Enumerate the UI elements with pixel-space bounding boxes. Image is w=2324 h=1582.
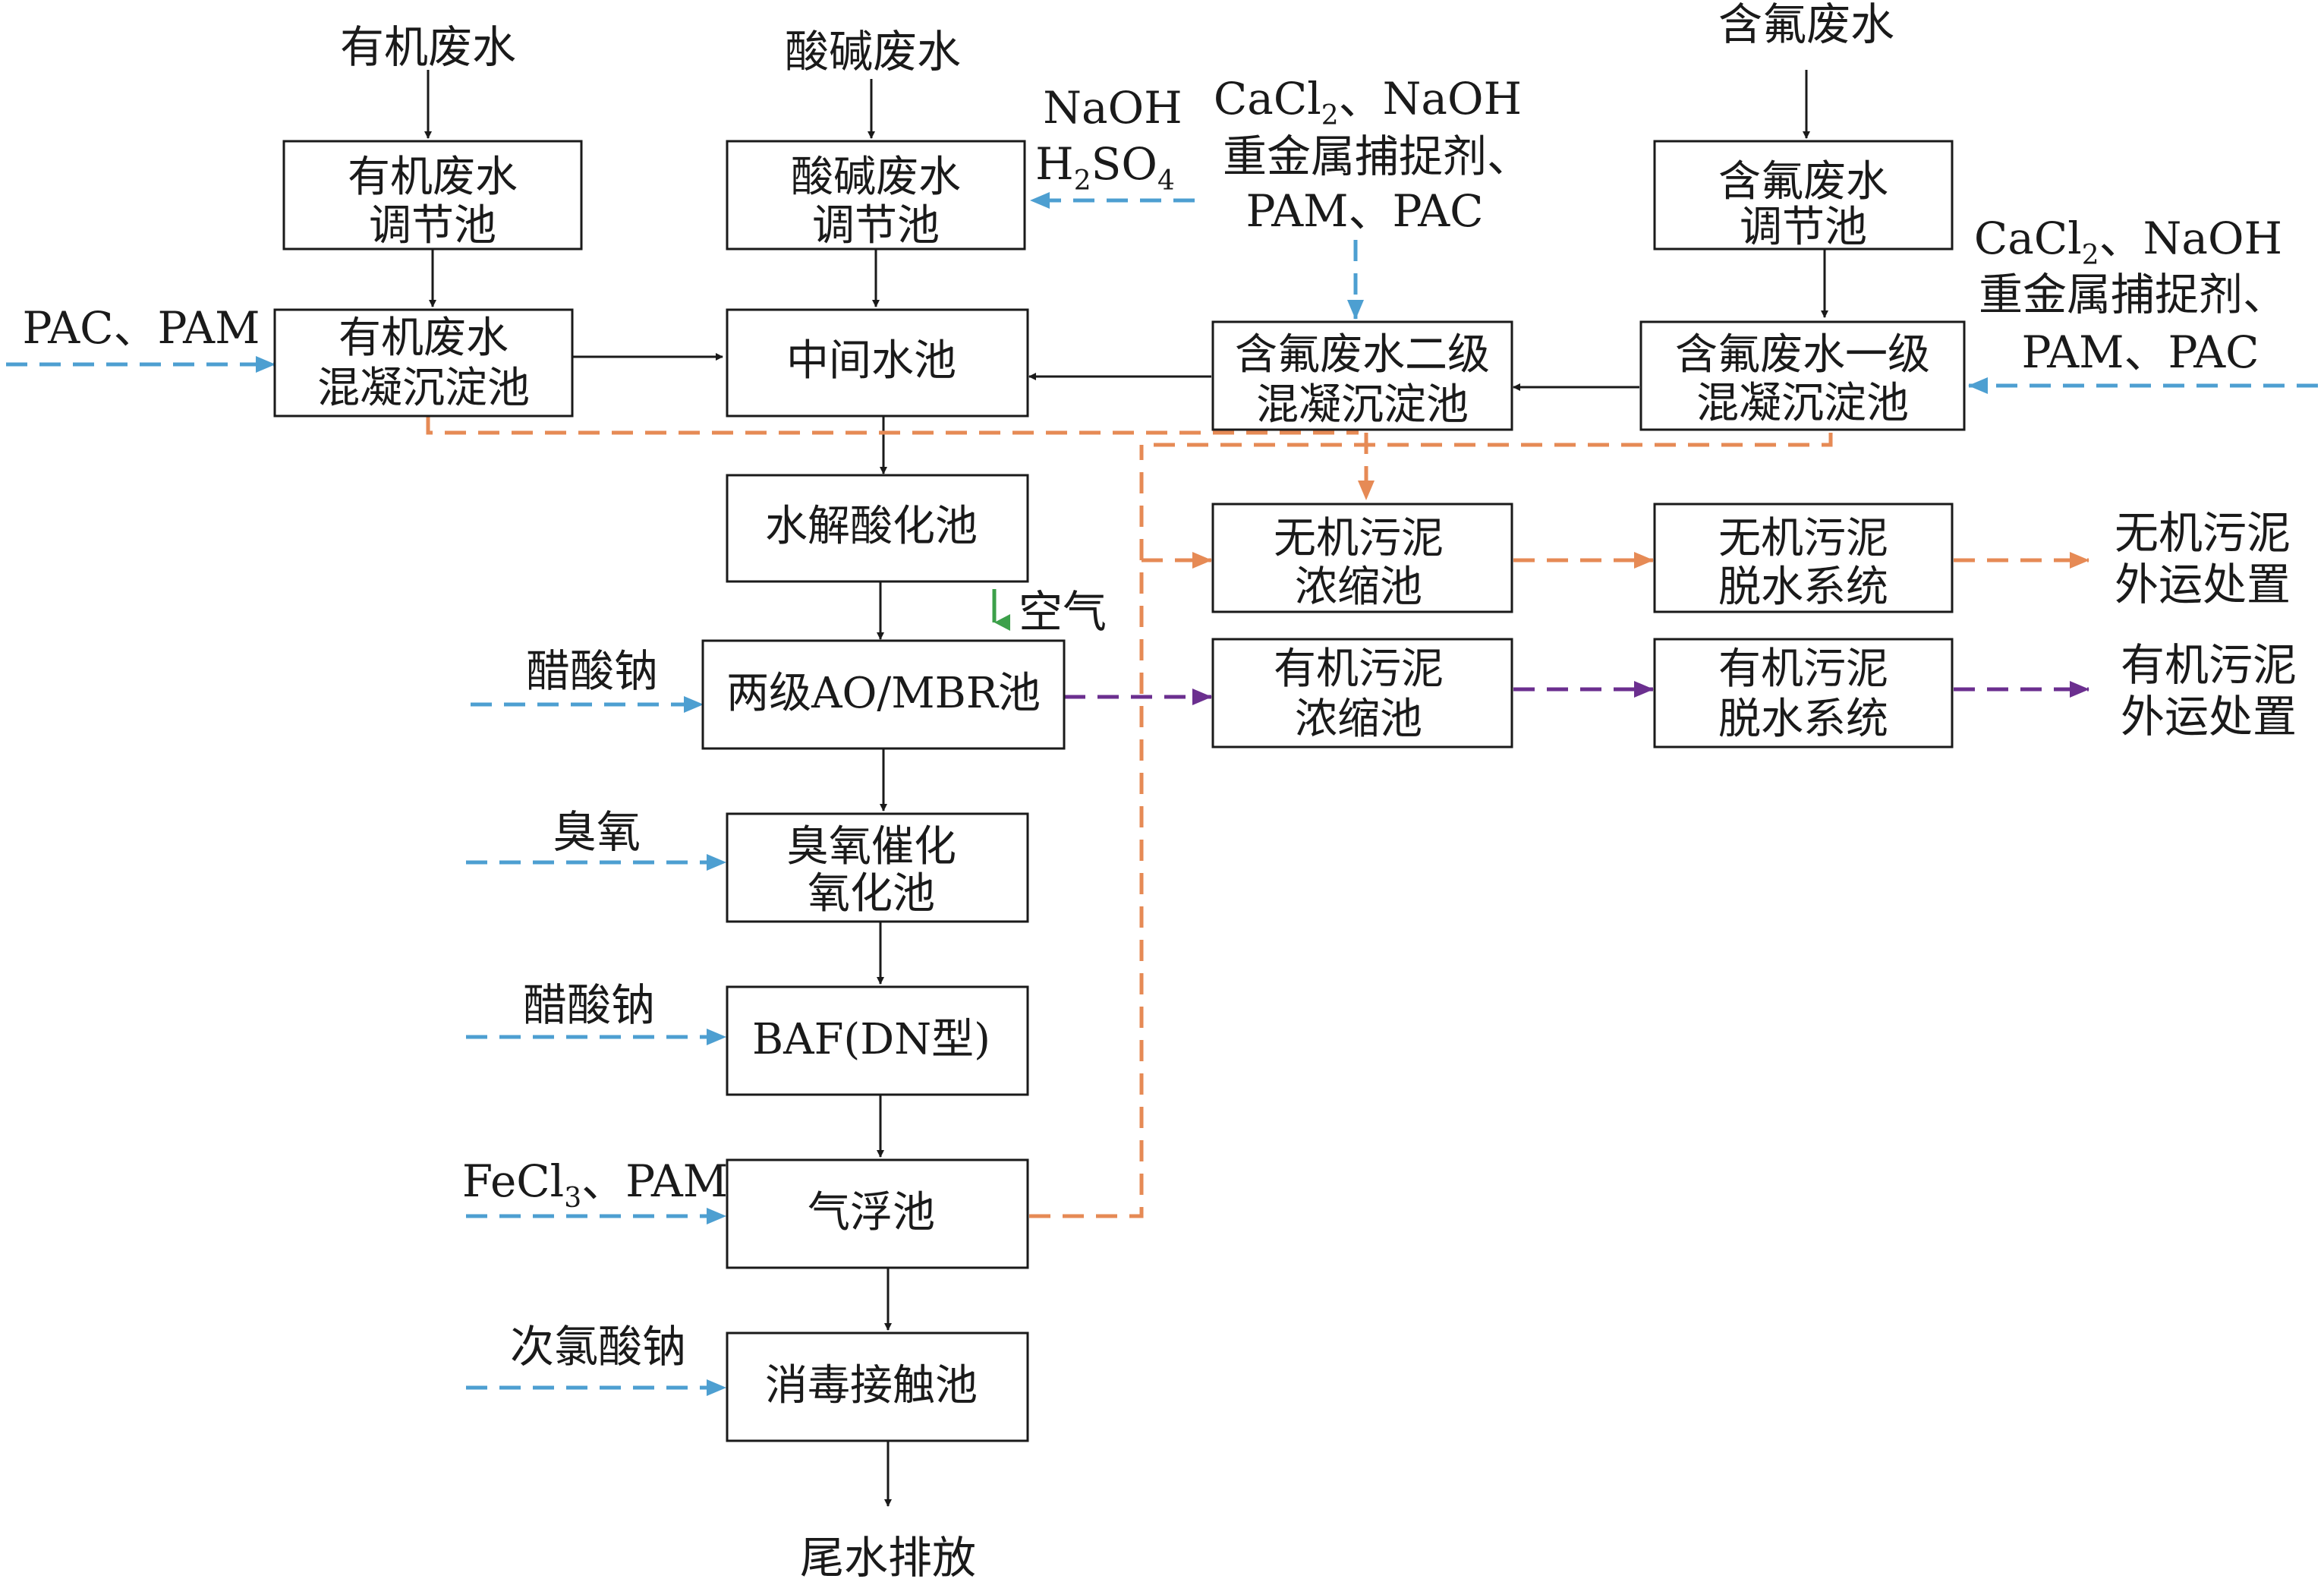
inorganic-sludge-lines xyxy=(426,416,2089,1218)
two-stage-ao-mbr-tank: 两级AO/MBR池 xyxy=(701,639,1066,750)
baf-dn-tank: BAF(DN型) xyxy=(726,985,1029,1096)
intermediate-label: 中间水池 xyxy=(786,336,956,386)
ozone-line1: 臭氧催化 xyxy=(786,822,956,871)
organic-sludge-thickener: 有机污泥 浓缩池 xyxy=(1211,638,1513,748)
inorganic-sludge-from-flotation xyxy=(1029,445,1144,1218)
disinfection-contact-tank: 消毒接触池 xyxy=(726,1331,1029,1442)
ozone-catalytic-oxidation-tank: 臭氧催化 氧化池 xyxy=(726,812,1029,923)
reagent-fluoride2-line1: CaCl2、NaOH xyxy=(1214,73,1522,131)
org-dewater-line2: 脱水系统 xyxy=(1718,695,1888,744)
organic-sludge-dewatering: 有机污泥 脱水系统 xyxy=(1653,638,1954,748)
reagent-labels: NaOH H2SO4 PAC、PAM CaCl2、NaOH 重金属捕捉剂、 PA… xyxy=(23,73,2287,1372)
inorganic-sludge-dewatering: 无机污泥 脱水系统 xyxy=(1653,503,1954,613)
fluoride-coagulation-tank-1: 含氟废水一级 混凝沉淀池 xyxy=(1639,320,1966,431)
reagent-flotation-dose: FeCl3、PAM xyxy=(462,1155,728,1214)
reagent-dosing-lines xyxy=(6,192,2318,1396)
inorg-dewater-line2: 脱水系统 xyxy=(1718,563,1888,612)
reagent-ao-dose: 醋酸钠 xyxy=(526,645,658,697)
organic-coagulation-tank: 有机废水 混凝沉淀池 xyxy=(273,308,574,418)
fluoride-coag1-line1: 含氟废水一级 xyxy=(1675,330,1930,380)
organic-coag-line2: 混凝沉淀池 xyxy=(317,364,530,413)
effluent-discharge-label: 尾水排放 xyxy=(800,1532,976,1582)
inorganic-sludge-thickener: 无机污泥 浓缩池 xyxy=(1211,503,1513,613)
organic-adjustment-tank: 有机废水 调节池 xyxy=(282,140,583,251)
inorganic-disposal-line1: 无机污泥 xyxy=(2115,507,2291,559)
ozone-line2: 氧化池 xyxy=(808,869,935,919)
reagent-fluoride2-line2: 重金属捕捉剂、 xyxy=(1223,131,1531,182)
fluoride-adj-line1: 含氟废水 xyxy=(1718,157,1888,206)
organic-adj-line2: 调节池 xyxy=(369,201,496,251)
baf-label: BAF(DN型) xyxy=(752,1015,990,1064)
fluoride-coagulation-tank-2: 含氟废水二级 混凝沉淀池 xyxy=(1211,320,1513,431)
reagent-ozone-dose: 臭氧 xyxy=(553,806,641,858)
fluoride-wastewater-source: 含氟废水 xyxy=(1718,0,1894,50)
process-units: 有机废水 调节池 酸碱废水 调节池 含氟废水 调节池 有机废水 混凝沉淀池 中间… xyxy=(273,140,1966,1442)
fluoride-coag2-line2: 混凝沉淀池 xyxy=(1256,380,1469,430)
reagent-fluoride2-line3: PAM、PAC xyxy=(1246,185,1484,237)
disinfection-label: 消毒接触池 xyxy=(765,1361,978,1410)
fluoride-adjustment-tank: 含氟废水 调节池 xyxy=(1653,140,1954,252)
process-flow-lines xyxy=(424,70,1828,1507)
acid-base-adjustment-tank: 酸碱废水 调节池 xyxy=(726,140,1026,251)
org-thicken-line1: 有机污泥 xyxy=(1274,644,1444,694)
acid-base-adj-line2: 调节池 xyxy=(812,201,940,251)
reagent-naoh: NaOH xyxy=(1043,82,1182,134)
organic-adj-line1: 有机废水 xyxy=(348,153,518,202)
hydrolysis-acidification-tank: 水解酸化池 xyxy=(726,474,1029,583)
output-labels: 尾水排放 无机污泥 外运处置 有机污泥 外运处置 xyxy=(800,507,2297,1582)
inorg-thicken-line1: 无机污泥 xyxy=(1274,514,1444,563)
reagent-baf-dose: 醋酸钠 xyxy=(523,979,655,1031)
fluoride-adj-line2: 调节池 xyxy=(1740,203,1867,252)
reagent-fluoride1-line2: 重金属捕捉剂、 xyxy=(1979,269,2287,320)
org-dewater-line1: 有机污泥 xyxy=(1718,644,1888,694)
reagent-disinfection-dose: 次氯酸钠 xyxy=(510,1321,686,1372)
reagent-air: 空气 xyxy=(1019,586,1107,638)
organic-coag-line1: 有机废水 xyxy=(339,314,509,363)
organic-sludge-lines xyxy=(1064,681,2089,705)
organic-disposal-line1: 有机污泥 xyxy=(2121,639,2297,691)
ao-mbr-label: 两级AO/MBR池 xyxy=(726,669,1041,718)
reagent-h2so4: H2SO4 xyxy=(1035,138,1175,197)
acid-base-adj-line1: 酸碱废水 xyxy=(791,153,961,202)
inorganic-sludge-collector xyxy=(426,416,1359,435)
reagent-fluoride1-line1: CaCl2、NaOH xyxy=(1974,213,2282,271)
inorganic-sludge-from-coag1 xyxy=(1146,433,1833,447)
organic-disposal-line2: 外运处置 xyxy=(2121,691,2297,742)
acid-base-wastewater-source: 酸碱废水 xyxy=(785,26,961,77)
intermediate-tank: 中间水池 xyxy=(726,308,1029,418)
inorg-dewater-line1: 无机污泥 xyxy=(1718,514,1888,563)
fluoride-coag1-line2: 混凝沉淀池 xyxy=(1696,379,1909,428)
source-labels: 有机废水 酸碱废水 含氟废水 xyxy=(340,0,1894,77)
reagent-organic-coag: PAC、PAM xyxy=(23,302,260,354)
reagent-fluoride1-line3: PAM、PAC xyxy=(2022,326,2259,378)
flotation-label: 气浮池 xyxy=(808,1188,935,1237)
inorganic-disposal-line2: 外运处置 xyxy=(2115,559,2291,610)
organic-wastewater-source: 有机废水 xyxy=(340,21,516,73)
fluoride-coag2-line1: 含氟废水二级 xyxy=(1235,330,1490,380)
org-thicken-line2: 浓缩池 xyxy=(1295,695,1422,744)
hydrolysis-label: 水解酸化池 xyxy=(765,502,978,551)
air-flotation-tank: 气浮池 xyxy=(726,1158,1029,1269)
inorg-thicken-line2: 浓缩池 xyxy=(1295,563,1422,612)
